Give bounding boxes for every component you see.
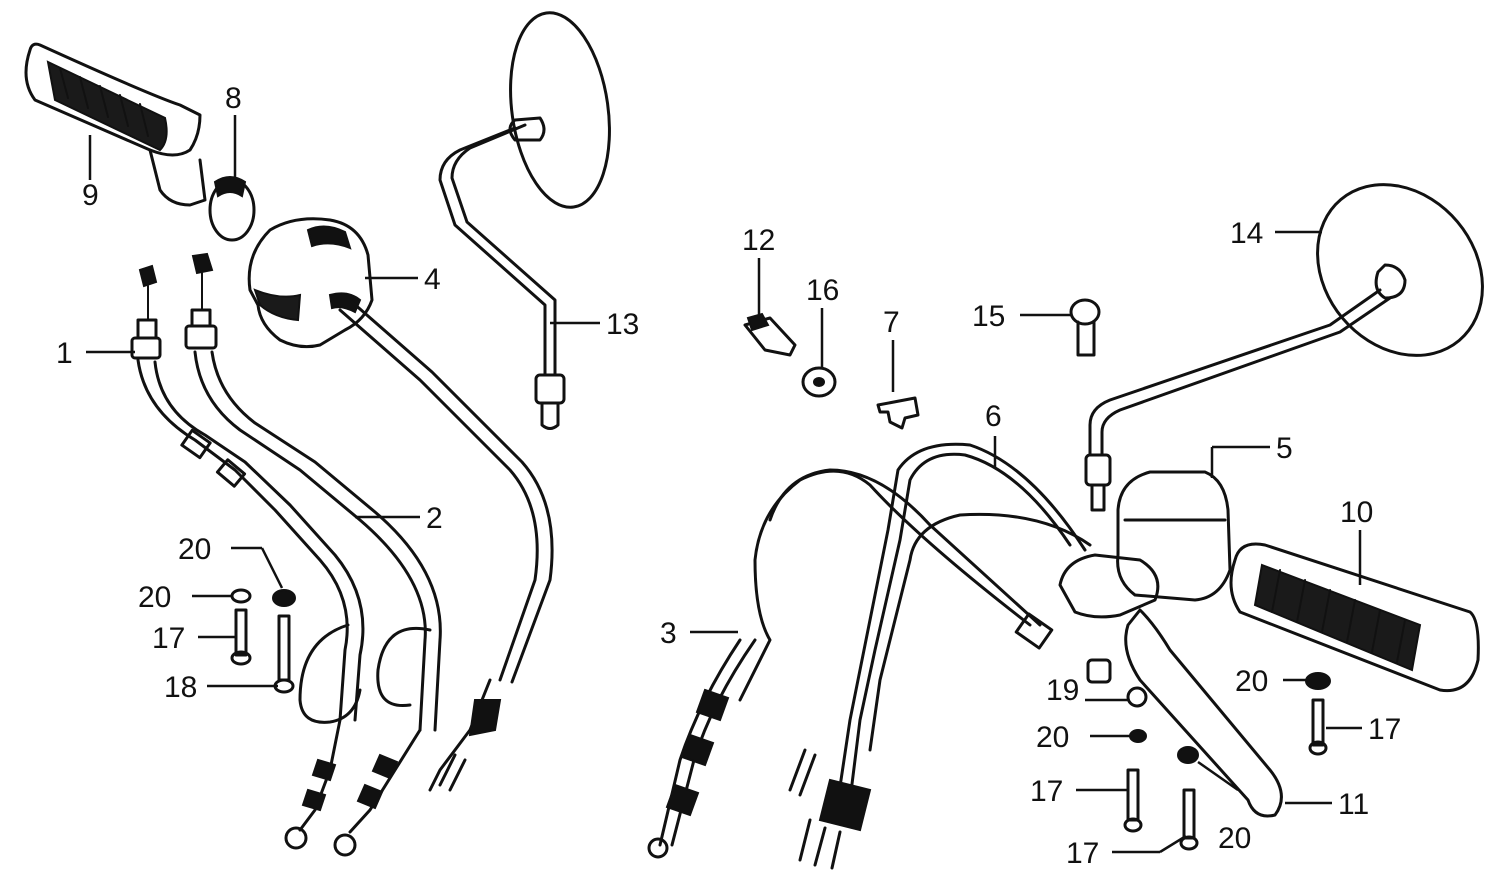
left-throttle-cable — [184, 252, 442, 732]
callout-6: 6 — [985, 400, 1002, 433]
callout-11: 11 — [1338, 788, 1369, 821]
callout-20-right: 20 — [1235, 665, 1268, 698]
callout-17-bottom: 17 — [1066, 837, 1099, 870]
left-collar — [208, 176, 256, 242]
callout-2: 2 — [426, 502, 443, 535]
left-grip — [24, 42, 207, 207]
callout-19: 19 — [1046, 674, 1079, 707]
callout-17-left: 17 — [152, 622, 185, 655]
callout-13: 13 — [606, 308, 639, 341]
left-small-hardware — [230, 588, 296, 694]
left-switch-cable — [338, 308, 539, 682]
callout-20-left-top: 20 — [178, 533, 211, 566]
callout-15: 15 — [972, 300, 1005, 333]
callout-7: 7 — [883, 306, 900, 339]
left-switch-housing — [247, 217, 374, 349]
part-16-washer — [801, 366, 837, 398]
callout-17-right: 17 — [1368, 713, 1401, 746]
left-lever-cable — [130, 264, 365, 722]
callout-9: 9 — [82, 179, 99, 212]
right-brake-lever — [1058, 553, 1283, 818]
right-grip — [1229, 542, 1480, 693]
left-mirror — [438, 11, 611, 430]
callout-8: 8 — [225, 82, 242, 115]
callout-1: 1 — [56, 337, 73, 370]
right-switch-housing — [1116, 470, 1232, 602]
right-screw-15 — [1069, 298, 1101, 357]
callout-20-bottom: 20 — [1218, 822, 1251, 855]
callout-20-left-mid: 20 — [138, 581, 171, 614]
callout-14: 14 — [1230, 217, 1263, 250]
left-cable-ends — [284, 678, 502, 857]
callout-12: 12 — [742, 224, 775, 257]
callout-18: 18 — [164, 671, 197, 704]
callout-10: 10 — [1340, 496, 1373, 529]
callout-16: 16 — [806, 274, 839, 307]
callout-4: 4 — [424, 263, 441, 296]
leader-lines — [86, 115, 1362, 854]
callout-17-center: 17 — [1030, 775, 1063, 808]
part-12 — [743, 312, 797, 357]
callout-5: 5 — [1276, 432, 1293, 465]
callout-labels: 1 2 3 4 5 6 7 8 9 10 11 12 13 14 15 16 1… — [56, 82, 1401, 870]
right-small-hardware — [1123, 672, 1331, 851]
right-cables — [647, 442, 1112, 870]
part-7-clip — [876, 396, 920, 430]
callout-20-center: 20 — [1036, 721, 1069, 754]
callout-3: 3 — [660, 617, 677, 650]
left-switch-cable-inner — [350, 300, 554, 684]
right-mirror — [1084, 183, 1484, 512]
